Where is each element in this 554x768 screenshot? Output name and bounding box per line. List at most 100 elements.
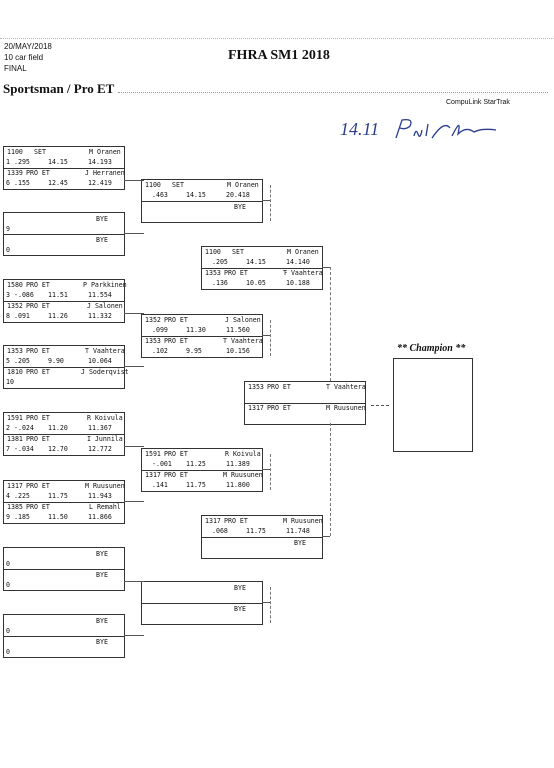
seed-number: 10 xyxy=(6,378,14,386)
dial-in: 1353 xyxy=(248,383,264,391)
connector xyxy=(270,454,271,490)
connector xyxy=(124,446,144,447)
dial-in: 1353 xyxy=(7,347,23,355)
speed-value: 12.419 xyxy=(88,179,112,187)
car-class: PRO ET xyxy=(164,471,188,479)
elapsed-time: 11.75 xyxy=(186,481,206,489)
dial-in: 1591 xyxy=(145,450,161,458)
dial-in: 1352 xyxy=(145,316,161,324)
car-class: PRO ET xyxy=(164,316,188,324)
reaction-time: -.034 xyxy=(14,445,34,453)
dial-in: 1810 xyxy=(7,368,23,376)
dial-in: 1317 xyxy=(248,404,264,412)
speed-value: 11.389 xyxy=(226,460,250,468)
bye-label: BYE xyxy=(96,215,108,223)
seed-number: 0 xyxy=(6,246,10,254)
bye-label: BYE xyxy=(294,539,306,547)
car-class: PRO ET xyxy=(267,404,291,412)
connector xyxy=(124,501,144,502)
dial-in: 1385 xyxy=(7,503,23,511)
dial-in: 1339 xyxy=(7,169,23,177)
top-rule xyxy=(0,38,554,39)
elapsed-time: 12.70 xyxy=(48,445,68,453)
reaction-time: -.024 xyxy=(14,424,34,432)
dial-in: 1381 xyxy=(7,435,23,443)
car-class: PRO ET xyxy=(164,450,188,458)
elapsed-time: 11.26 xyxy=(48,312,68,320)
driver-name: T Vaahtera xyxy=(223,337,263,345)
driver-name: M Oranen xyxy=(89,148,121,156)
connector xyxy=(330,423,331,536)
champion-box xyxy=(393,358,473,452)
driver-name: M Ruusunen xyxy=(85,482,125,490)
car-class: PRO ET xyxy=(224,517,248,525)
dial-in: 1100 xyxy=(7,148,23,156)
bracket-lane-bot: BYE xyxy=(142,201,262,222)
speed-value: 14.140 xyxy=(286,258,310,266)
bye-label: BYE xyxy=(234,203,246,211)
elapsed-time: 10.05 xyxy=(246,279,266,287)
bracket-lane-bot: BYE xyxy=(202,537,322,558)
speed-value: 11.866 xyxy=(88,513,112,521)
elapsed-time: 11.25 xyxy=(186,460,206,468)
connector xyxy=(270,185,271,221)
driver-name: M Ruusunen xyxy=(326,404,366,412)
connector xyxy=(371,405,389,406)
car-class: PRO ET xyxy=(224,269,248,277)
dial-in: 1353 xyxy=(145,337,161,345)
reaction-time: -.001 xyxy=(152,460,172,468)
seed-number: 0 xyxy=(6,560,10,568)
elapsed-time: 9.90 xyxy=(48,357,64,365)
seed-number: 6 xyxy=(6,179,10,187)
connector xyxy=(262,469,270,470)
dial-in: 1352 xyxy=(7,302,23,310)
speed-value: 20.418 xyxy=(226,191,250,199)
car-class: SET xyxy=(232,248,244,256)
seed-number: 3 xyxy=(6,291,10,299)
speed-value: 11.748 xyxy=(286,527,310,535)
speed-value: 10.188 xyxy=(286,279,310,287)
seed-number: 9 xyxy=(6,225,10,233)
car-class: SET xyxy=(34,148,46,156)
elapsed-time: 11.30 xyxy=(186,326,206,334)
speed-value: 10.064 xyxy=(88,357,112,365)
driver-name: T Vaahtera xyxy=(326,383,366,391)
seed-number: 0 xyxy=(6,581,10,589)
dial-in: 1317 xyxy=(7,482,23,490)
elapsed-time: 11.51 xyxy=(48,291,68,299)
elapsed-time: 14.15 xyxy=(246,258,266,266)
field-size: 10 car field xyxy=(4,53,44,62)
connector xyxy=(124,581,144,582)
elapsed-time: 11.20 xyxy=(48,424,68,432)
seed-number: 1 xyxy=(6,158,10,166)
driver-name: M Ruusunen xyxy=(223,471,263,479)
connector xyxy=(124,180,144,181)
dial-in: 1317 xyxy=(205,517,221,525)
car-class: PRO ET xyxy=(26,302,50,310)
speed-value: 11.367 xyxy=(88,424,112,432)
bracket-lane-top: BYE xyxy=(142,582,262,604)
seed-number: 8 xyxy=(6,312,10,320)
seed-number: 5 xyxy=(6,357,10,365)
speed-value: 14.193 xyxy=(88,158,112,166)
